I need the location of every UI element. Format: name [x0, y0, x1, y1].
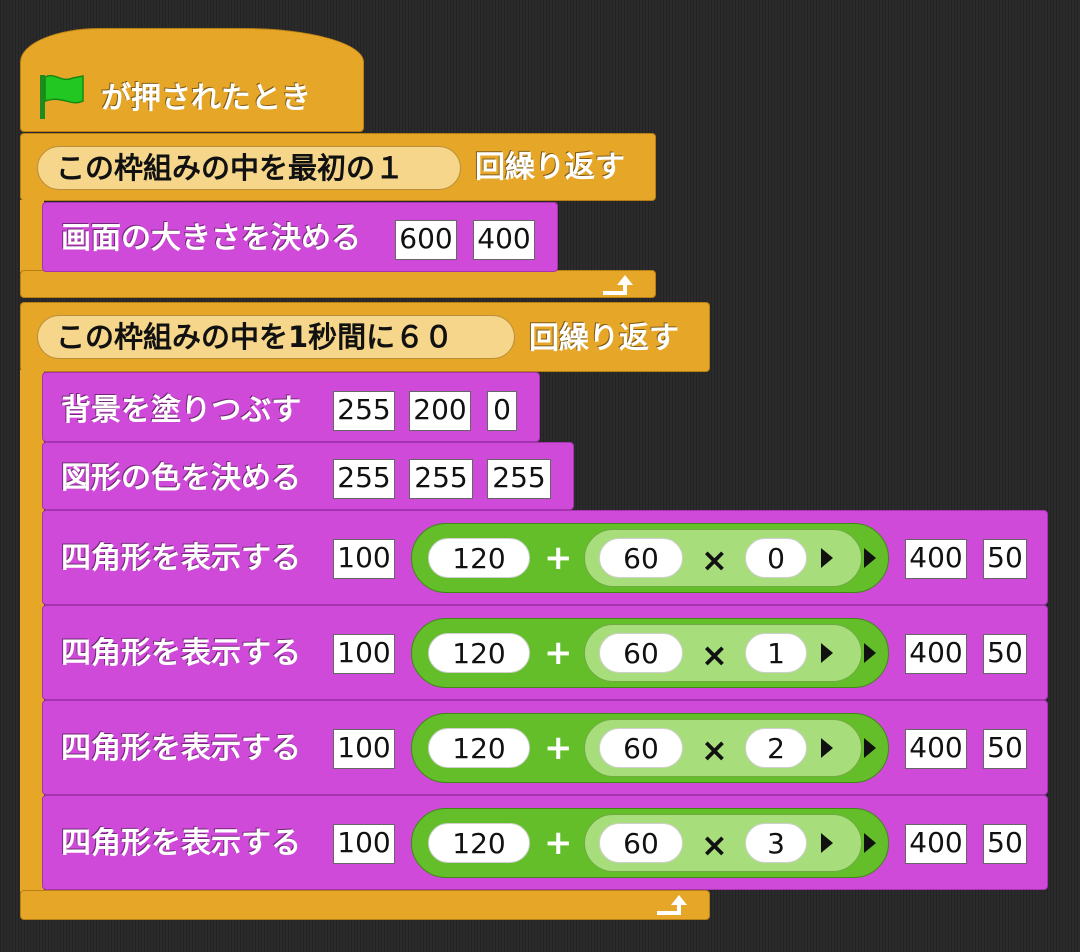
fill-r-input[interactable]: 255: [333, 459, 395, 499]
screen-height-input[interactable]: 400: [473, 220, 535, 260]
rect-width-input[interactable]: 400: [905, 824, 967, 864]
multiplier-input[interactable]: 2: [745, 728, 807, 768]
rect-x-input[interactable]: 100: [333, 824, 395, 864]
times-operator: ×: [701, 636, 728, 674]
expand-arrow-icon[interactable]: [821, 738, 833, 758]
multiply-operator-block[interactable]: 60 × 1: [584, 624, 862, 682]
expand-arrow-icon[interactable]: [821, 833, 833, 853]
plus-operator: +: [544, 633, 573, 673]
rect-width-input[interactable]: 400: [905, 539, 967, 579]
addend-input[interactable]: 120: [428, 823, 530, 863]
multiply-operator-block[interactable]: 60 × 3: [584, 814, 862, 872]
repeat-suffix-label: 回繰り返す: [529, 321, 679, 356]
fill-g-input[interactable]: 255: [409, 459, 473, 499]
draw-rectangle-label: 四角形を表示する: [61, 541, 301, 576]
repeat-per-second-block-arm: [20, 370, 44, 892]
draw-rectangle-label: 四角形を表示する: [61, 826, 301, 861]
set-screen-size-label: 画面の大きさを決める: [61, 221, 361, 256]
draw-rectangle-block[interactable]: 四角形を表示する 100 120 +60 × 3 400 50: [42, 795, 1048, 890]
rect-x-input[interactable]: 100: [333, 634, 395, 674]
set-screen-size-block[interactable]: 画面の大きさを決める 600 400: [42, 202, 558, 272]
add-operator-block[interactable]: 120 +60 × 3: [411, 808, 889, 878]
repeat-rate-input[interactable]: この枠組みの中を1秒間に６０: [37, 315, 515, 359]
add-operator-block[interactable]: 120 +60 × 2: [411, 713, 889, 783]
draw-rectangle-label: 四角形を表示する: [61, 636, 301, 671]
repeat-suffix-label: 回繰り返す: [475, 150, 625, 185]
expand-arrow-icon[interactable]: [821, 643, 833, 663]
set-fill-color-label: 図形の色を決める: [61, 461, 301, 496]
multiplicand-input[interactable]: 60: [599, 823, 683, 863]
repeat-count-block-header[interactable]: この枠組みの中を最初の１ 回繰り返す: [20, 133, 656, 201]
rect-width-input[interactable]: 400: [905, 729, 967, 769]
plus-operator: +: [544, 538, 573, 578]
multiplier-input[interactable]: 3: [745, 823, 807, 863]
addend-input[interactable]: 120: [428, 633, 530, 673]
multiply-operator-block[interactable]: 60 × 2: [584, 719, 862, 777]
rect-height-input[interactable]: 50: [983, 634, 1027, 674]
expand-arrow-icon[interactable]: [821, 548, 833, 568]
times-operator: ×: [701, 826, 728, 864]
background-r-input[interactable]: 255: [333, 391, 395, 431]
repeat-per-second-block-footer[interactable]: [20, 890, 710, 920]
multiplicand-input[interactable]: 60: [599, 538, 683, 578]
set-fill-color-block[interactable]: 図形の色を決める 255 255 255: [42, 442, 574, 510]
screen-width-input[interactable]: 600: [395, 220, 457, 260]
expand-arrow-icon[interactable]: [864, 738, 876, 758]
rect-x-input[interactable]: 100: [333, 539, 395, 579]
addend-input[interactable]: 120: [428, 728, 530, 768]
times-operator: ×: [701, 731, 728, 769]
repeat-per-second-block-header[interactable]: この枠組みの中を1秒間に６０ 回繰り返す: [20, 302, 710, 372]
multiply-operator-block[interactable]: 60 × 0: [584, 529, 862, 587]
draw-rectangle-label: 四角形を表示する: [61, 731, 301, 766]
loop-arrow-icon: [657, 895, 687, 915]
green-flag-icon: [40, 75, 84, 119]
times-operator: ×: [701, 541, 728, 579]
loop-arrow-icon: [603, 275, 633, 295]
multiplier-input[interactable]: 0: [745, 538, 807, 578]
expand-arrow-icon[interactable]: [864, 833, 876, 853]
multiplicand-input[interactable]: 60: [599, 728, 683, 768]
repeat-count-input[interactable]: この枠組みの中を最初の１: [37, 146, 461, 190]
background-g-input[interactable]: 200: [409, 391, 471, 431]
rect-height-input[interactable]: 50: [983, 539, 1027, 579]
rect-width-input[interactable]: 400: [905, 634, 967, 674]
repeat-count-block-arm: [20, 200, 44, 272]
rect-height-input[interactable]: 50: [983, 729, 1027, 769]
addend-input[interactable]: 120: [428, 538, 530, 578]
multiplicand-input[interactable]: 60: [599, 633, 683, 673]
hat-label: が押されたとき: [101, 81, 311, 116]
when-flag-clicked-block[interactable]: が押されたとき: [20, 28, 364, 132]
plus-operator: +: [544, 823, 573, 863]
add-operator-block[interactable]: 120 +60 × 1: [411, 618, 889, 688]
multiplier-input[interactable]: 1: [745, 633, 807, 673]
fill-b-input[interactable]: 255: [487, 459, 551, 499]
fill-background-block[interactable]: 背景を塗りつぶす 255 200 0: [42, 372, 540, 442]
fill-background-label: 背景を塗りつぶす: [61, 393, 302, 428]
draw-rectangle-block[interactable]: 四角形を表示する 100 120 +60 × 2 400 50: [42, 700, 1048, 795]
background-b-input[interactable]: 0: [487, 391, 517, 431]
draw-rectangle-block[interactable]: 四角形を表示する 100 120 +60 × 1 400 50: [42, 605, 1048, 700]
expand-arrow-icon[interactable]: [864, 643, 876, 663]
add-operator-block[interactable]: 120 +60 × 0: [411, 523, 889, 593]
draw-rectangle-block[interactable]: 四角形を表示する 100 120 +60 × 0 400 50: [42, 510, 1048, 605]
plus-operator: +: [544, 728, 573, 768]
expand-arrow-icon[interactable]: [864, 548, 876, 568]
repeat-count-block-footer[interactable]: [20, 270, 656, 298]
rect-x-input[interactable]: 100: [333, 729, 395, 769]
rect-height-input[interactable]: 50: [983, 824, 1027, 864]
